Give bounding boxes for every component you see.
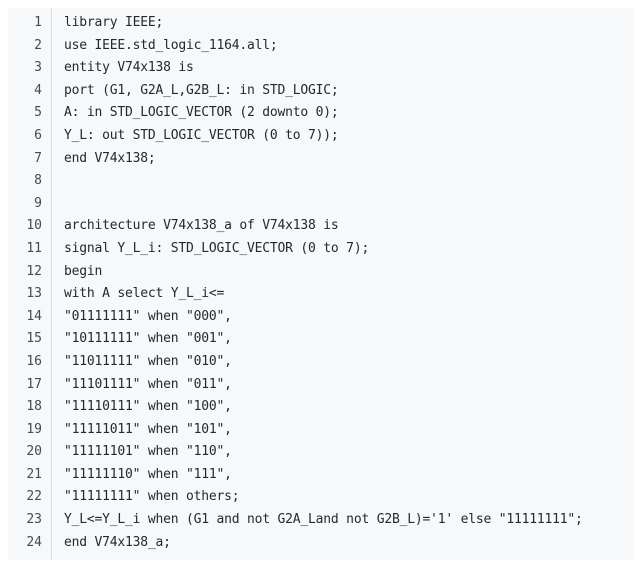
line-number: 4 xyxy=(34,82,42,98)
line-number: 20 xyxy=(26,444,42,460)
line-text[interactable]: Y_L: out STD_LOGIC_VECTOR (0 to 7)); xyxy=(64,127,339,143)
line-number: 11 xyxy=(26,240,42,256)
code-line: 15 "10111111" when "001", xyxy=(8,328,634,351)
code-line: 19 "11111011" when "101", xyxy=(8,419,634,442)
line-text[interactable]: architecture V74x138_a of V74x138 is xyxy=(64,218,339,234)
line-number: 24 xyxy=(26,534,42,550)
code-line: 24 end V74x138_a; xyxy=(8,532,634,555)
line-number: 19 xyxy=(26,421,42,437)
line-number: 13 xyxy=(26,286,42,302)
line-text[interactable]: signal Y_L_i: STD_LOGIC_VECTOR (0 to 7); xyxy=(64,240,370,256)
code-line: 14 "01111111" when "000", xyxy=(8,306,634,329)
code-line: 18 "11110111" when "100", xyxy=(8,396,634,419)
code-line: 20 "11111101" when "110", xyxy=(8,441,634,464)
code-line: 23 Y_L<=Y_L_i when (G1 and not G2A_Land n… xyxy=(8,509,634,532)
line-number: 18 xyxy=(26,399,42,415)
code-line: 3 entity V74x138 is xyxy=(8,57,634,80)
code-line: 17 "11101111" when "011", xyxy=(8,374,634,397)
line-text[interactable]: "11111011" when "101", xyxy=(64,421,232,437)
line-number: 14 xyxy=(26,308,42,324)
line-number: 7 xyxy=(34,150,42,166)
line-number: 23 xyxy=(26,512,42,528)
code-line: 5 A: in STD_LOGIC_VECTOR (2 downto 0); xyxy=(8,102,634,125)
code-line: 8 xyxy=(8,170,634,193)
code-lines: 1 library IEEE; 2 use IEEE.std_logic_1164.a… xyxy=(8,12,634,554)
line-number: 12 xyxy=(26,263,42,279)
code-line: 2 use IEEE.std_logic_1164.all; xyxy=(8,35,634,58)
line-text[interactable]: end V74x138_a; xyxy=(64,534,171,550)
code-line: 21 "11111110" when "111", xyxy=(8,464,634,487)
code-line: 7 end V74x138; xyxy=(8,148,634,171)
line-text[interactable]: port (G1, G2A_L,G2B_L: in STD_LOGIC; xyxy=(64,82,339,98)
line-number: 6 xyxy=(34,127,42,143)
line-text[interactable]: "11111101" when "110", xyxy=(64,444,232,460)
code-line: 13 with A select Y_L_i<= xyxy=(8,283,634,306)
line-text[interactable]: "01111111" when "000", xyxy=(64,308,232,324)
code-line: 12 begin xyxy=(8,261,634,284)
line-text[interactable]: use IEEE.std_logic_1164.all; xyxy=(64,37,278,53)
line-number: 3 xyxy=(34,60,42,76)
line-number: 15 xyxy=(26,331,42,347)
line-number: 9 xyxy=(34,195,42,211)
line-text[interactable]: Y_L<=Y_L_i when (G1 and not G2A_Land not… xyxy=(64,512,583,528)
line-number: 21 xyxy=(26,466,42,482)
line-number: 2 xyxy=(34,37,42,53)
line-text[interactable]: "11111111" when others; xyxy=(64,489,240,505)
code-line: 4 port (G1, G2A_L,G2B_L: in STD_LOGIC; xyxy=(8,80,634,103)
line-text[interactable]: A: in STD_LOGIC_VECTOR (2 downto 0); xyxy=(64,105,339,121)
line-text[interactable]: entity V74x138 is xyxy=(64,60,194,76)
line-number: 1 xyxy=(34,15,42,30)
line-number: 5 xyxy=(34,105,42,121)
line-number: 22 xyxy=(26,489,42,505)
line-text[interactable]: end V74x138; xyxy=(64,150,156,166)
code-line: 1 library IEEE; xyxy=(8,12,634,35)
line-text[interactable]: begin xyxy=(64,263,103,279)
line-number: 8 xyxy=(34,173,42,189)
code-line: 6 Y_L: out STD_LOGIC_VECTOR (0 to 7)); xyxy=(8,125,634,148)
line-number: 17 xyxy=(26,376,42,392)
code-line: 16 "11011111" when "010", xyxy=(8,351,634,374)
line-text[interactable]: with A select Y_L_i<= xyxy=(64,286,225,302)
line-number: 10 xyxy=(26,218,42,234)
gutter-divider xyxy=(51,8,52,560)
line-text[interactable]: "10111111" when "001", xyxy=(64,331,232,347)
code-line: 22 "11111111" when others; xyxy=(8,486,634,509)
code-line: 11 signal Y_L_i: STD_LOGIC_VECTOR (0 to 7… xyxy=(8,238,634,261)
line-text[interactable]: "11110111" when "100", xyxy=(64,399,232,415)
line-text[interactable]: "11101111" when "011", xyxy=(64,376,232,392)
code-line: 9 xyxy=(8,193,634,216)
code-block: 1 library IEEE; 2 use IEEE.std_logic_1164.a… xyxy=(8,8,634,560)
line-text[interactable]: "11111110" when "111", xyxy=(64,466,232,482)
line-text[interactable]: library IEEE; xyxy=(64,15,164,30)
code-line: 10 architecture V74x138_a of V74x138 is xyxy=(8,215,634,238)
line-text[interactable]: "11011111" when "010", xyxy=(64,353,232,369)
line-number: 16 xyxy=(26,353,42,369)
